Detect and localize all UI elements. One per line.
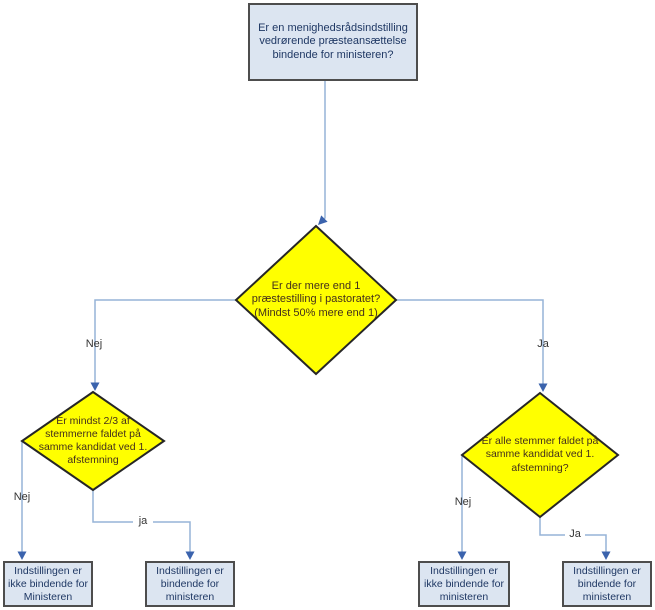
outcome-right-yes-node: Indstillingen er bindende for ministeren bbox=[562, 561, 652, 607]
left-decision-text: Er mindst 2/3 af stemmerne faldet på sam… bbox=[38, 415, 148, 466]
right-decision-diamond bbox=[460, 391, 620, 519]
main-no-arrowhead bbox=[90, 382, 100, 391]
edge-label-left-yes: ja bbox=[133, 515, 153, 527]
main-decision-text: Er der mere end 1 præstestilling i pasto… bbox=[251, 279, 381, 319]
main-yes-arrowhead bbox=[538, 383, 548, 392]
start-node: Er en menighedsrådsindstilling vedrørend… bbox=[248, 3, 418, 81]
main-yes-connector bbox=[396, 299, 544, 385]
outcome-right-yes-text: Indstillingen er bindende for ministeren bbox=[573, 564, 641, 603]
edge-label-main-no: Nej bbox=[85, 338, 103, 350]
outcome-right-no-text: Indstillingen er ikke bindende for minis… bbox=[424, 564, 504, 603]
edge-label-right-no: Nej bbox=[454, 496, 472, 508]
outcome-left-no-text: Indstillingen er ikke bindende for Minis… bbox=[8, 564, 88, 603]
left-yes-arrowhead bbox=[185, 551, 195, 560]
left-decision-diamond bbox=[20, 390, 166, 492]
start-to-main-arrowhead bbox=[318, 215, 328, 225]
outcome-left-yes-text: Indstillingen er bindende for ministeren bbox=[156, 564, 224, 603]
main-no-connector bbox=[94, 299, 236, 384]
edge-label-right-yes: Ja bbox=[565, 528, 585, 540]
right-no-arrowhead bbox=[457, 551, 467, 560]
start-to-main-connector bbox=[320, 81, 326, 223]
start-node-text: Er en menighedsrådsindstilling vedrørend… bbox=[258, 21, 408, 61]
left-no-arrowhead bbox=[17, 551, 27, 560]
main-decision-diamond bbox=[234, 224, 398, 376]
edge-label-main-yes: Ja bbox=[537, 338, 549, 350]
edge-label-left-no: Nej bbox=[13, 491, 31, 503]
outcome-right-no-node: Indstillingen er ikke bindende for minis… bbox=[418, 561, 510, 607]
right-decision-text: Er alle stemmer faldet på samme kandidat… bbox=[481, 434, 599, 474]
outcome-left-no-node: Indstillingen er ikke bindende for Minis… bbox=[3, 561, 93, 607]
outcome-left-yes-node: Indstillingen er bindende for ministeren bbox=[145, 561, 235, 607]
right-yes-arrowhead bbox=[601, 551, 611, 560]
